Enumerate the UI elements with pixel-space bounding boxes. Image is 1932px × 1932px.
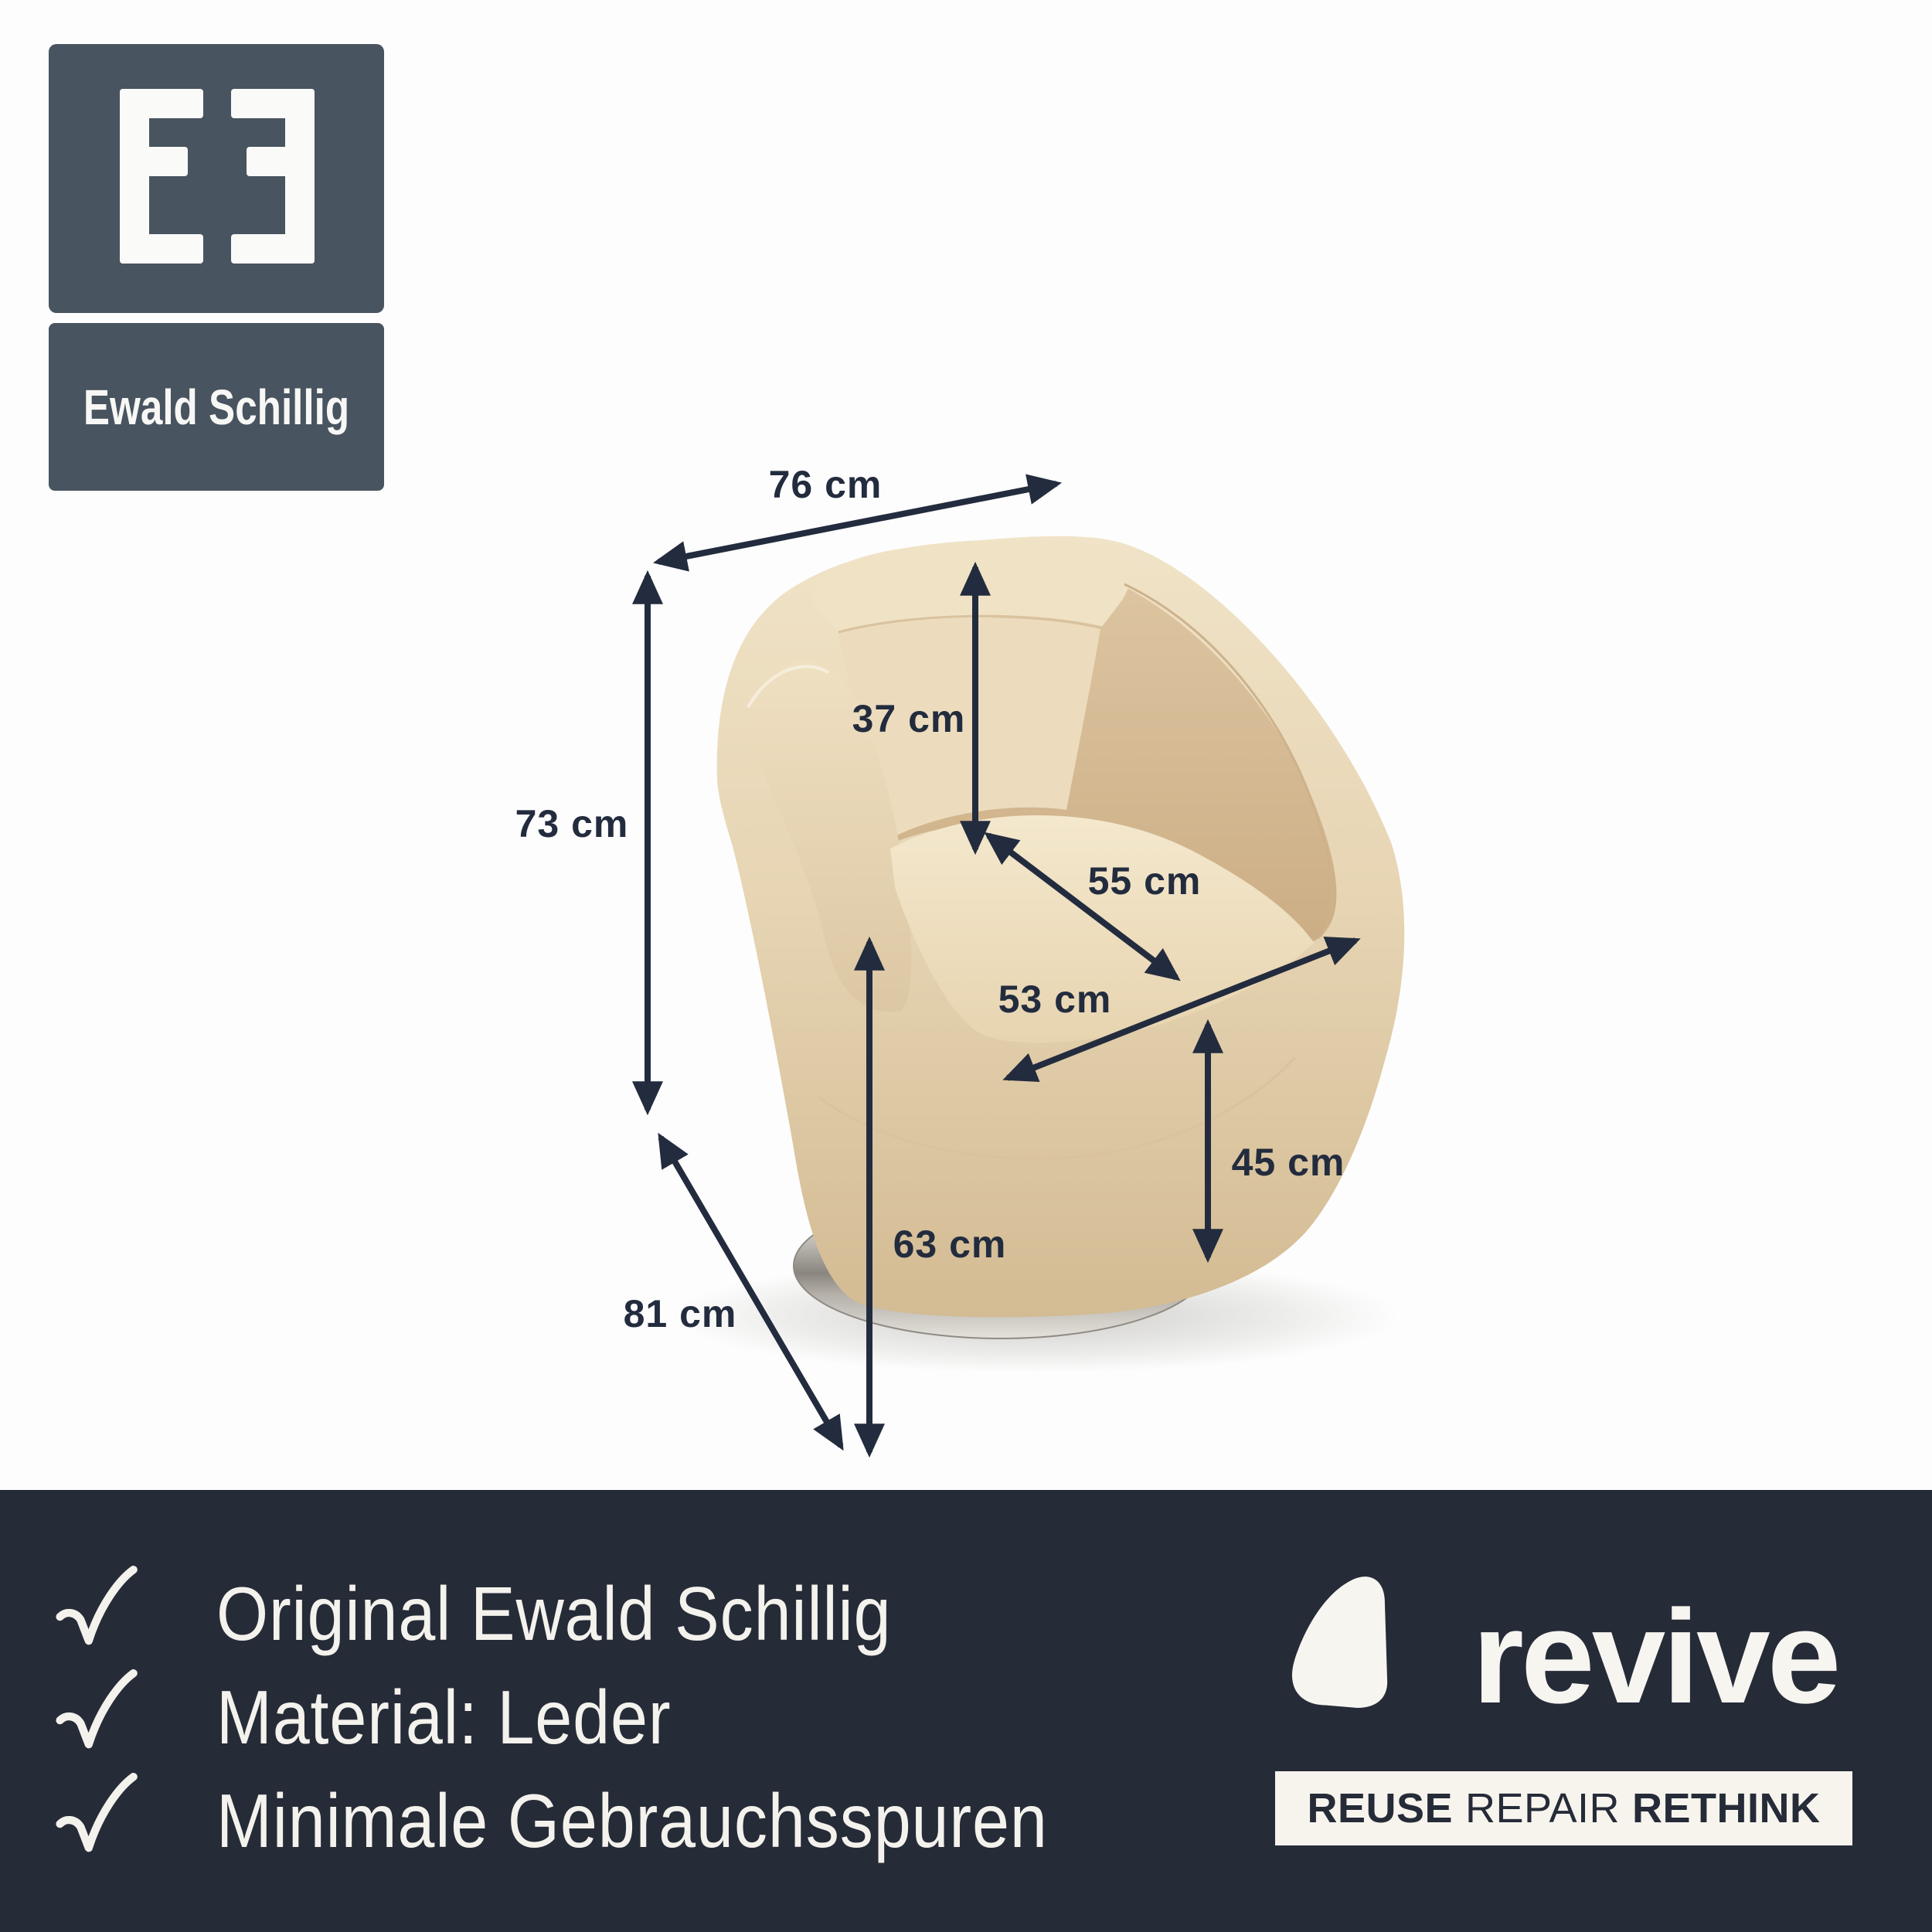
feature-text: Minimale Gebrauchsspuren — [216, 1777, 1048, 1863]
checkmark-icon — [56, 1773, 138, 1852]
dimension-arrows — [632, 474, 1361, 1458]
feature-text: Material: Leder — [216, 1674, 672, 1760]
feature-item: Minimale Gebrauchsspuren — [40, 1773, 1161, 1869]
revive-wordmark: revive — [1472, 1583, 1841, 1731]
ewald-schillig-logo — [49, 44, 384, 491]
dimension-label-seat-width: 53 cm — [998, 978, 1112, 1021]
tagline-reuse: REUSE — [1307, 1785, 1453, 1832]
armchair-illustration — [672, 536, 1405, 1373]
ewald-schillig-monogram-icon — [120, 89, 315, 264]
checkmark-icon — [56, 1669, 138, 1749]
checkmark-icon — [56, 1566, 138, 1645]
feature-item: Material: Leder — [40, 1669, 733, 1765]
arrow-total-depth — [658, 1132, 844, 1451]
arrow-seat-width — [1002, 936, 1361, 1083]
dimension-label-total-height: 73 cm — [515, 802, 629, 845]
arrow-width — [652, 474, 1063, 572]
feature-text: Original Ewald Schillig — [216, 1570, 892, 1656]
feature-item: Original Ewald Schillig — [40, 1566, 984, 1662]
tagline-repair: REPAIR — [1465, 1785, 1621, 1832]
dimension-label-seat-depth: 55 cm — [1087, 859, 1202, 903]
tagline-bar: REUSE REPAIR RETHINK — [1275, 1771, 1852, 1845]
dimension-label-total-depth: 81 cm — [623, 1292, 737, 1335]
dimension-label-width: 76 cm — [768, 463, 883, 506]
revive-logo-icon — [1291, 1577, 1388, 1708]
dimension-label-backrest-height: 37 cm — [852, 697, 966, 740]
brand-name: Ewald Schillig — [83, 379, 350, 435]
dimension-label-seat-height: 45 cm — [1231, 1141, 1345, 1184]
dimension-label-armrest-height: 63 cm — [893, 1223, 1007, 1266]
chair-left-armrest — [743, 661, 912, 1012]
tagline-rethink: RETHINK — [1632, 1785, 1821, 1832]
info-panel: Original Ewald Schillig Material: Leder … — [0, 1490, 1932, 1932]
